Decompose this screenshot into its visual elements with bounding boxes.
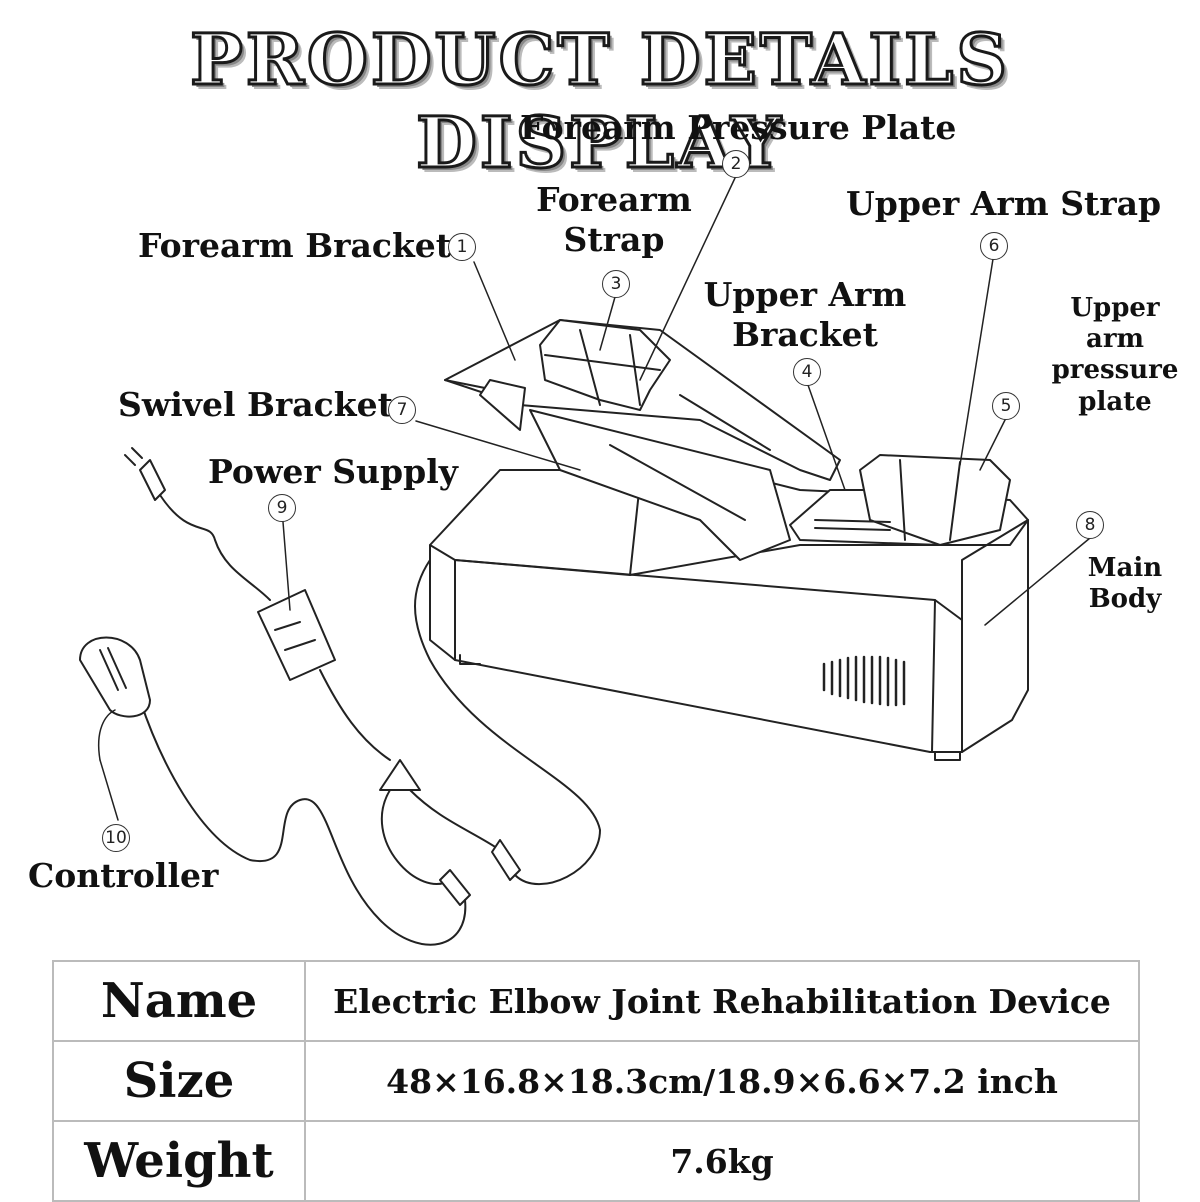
label-line: Body xyxy=(1088,584,1162,615)
spec-value: 7.6kg xyxy=(304,1120,1140,1202)
number-badge-8: 8 xyxy=(1076,511,1104,539)
label-line: Upper Arm xyxy=(703,275,907,314)
table-row: Size 48×16.8×18.3cm/18.9×6.6×7.2 inch xyxy=(52,1040,1140,1122)
label-swivel-bracket: Swivel Bracket xyxy=(118,385,393,424)
label-line: Bracket xyxy=(732,314,878,354)
label-controller: Controller xyxy=(28,856,219,895)
power-cable-shape xyxy=(124,447,601,946)
label-upper-arm-pressure-plate: Upper arm pressure plate xyxy=(1050,293,1180,418)
spec-value: Electric Elbow Joint Rehabilitation Devi… xyxy=(304,960,1140,1042)
number-badge-7: 7 xyxy=(388,396,416,424)
number-badge-1: 1 xyxy=(448,233,476,261)
label-main-body: Main Body xyxy=(1070,553,1180,615)
label-line: Forearm xyxy=(536,180,692,219)
spec-key: Weight xyxy=(52,1120,306,1202)
number-badge-3: 3 xyxy=(602,270,630,298)
label-line: pressure xyxy=(1051,355,1179,386)
number-badge-2: 2 xyxy=(722,150,750,178)
label-forearm-bracket: Forearm Bracket xyxy=(138,226,452,265)
upper-arm-bracket-shape xyxy=(789,454,1011,546)
table-row: Weight 7.6kg xyxy=(52,1120,1140,1202)
label-forearm-strap: Forearm Strap xyxy=(534,180,694,259)
leader-lines xyxy=(98,177,1091,821)
number-badge-5: 5 xyxy=(992,392,1020,420)
forearm-strap-shape xyxy=(539,319,671,411)
label-line: plate xyxy=(1078,386,1152,417)
table-row: Name Electric Elbow Joint Rehabilitation… xyxy=(52,960,1140,1042)
label-upper-arm-bracket: Upper Arm Bracket xyxy=(700,275,910,354)
device-illustration xyxy=(79,177,1091,946)
label-forearm-pressure-plate: Forearm Pressure Plate xyxy=(520,108,957,147)
page-title: PRODUCT DETAILS DISPLAY xyxy=(189,17,1010,186)
number-badge-10: 10 xyxy=(102,824,130,852)
label-line: Main xyxy=(1087,553,1163,583)
spec-key: Size xyxy=(52,1040,306,1122)
spec-value: 48×16.8×18.3cm/18.9×6.6×7.2 inch xyxy=(304,1040,1140,1122)
spec-key: Name xyxy=(52,960,306,1042)
label-upper-arm-strap: Upper Arm Strap xyxy=(846,184,1162,223)
label-line: Strap xyxy=(563,219,665,259)
controller-shape xyxy=(79,636,151,718)
label-power-supply: Power Supply xyxy=(208,452,458,491)
spec-table: Name Electric Elbow Joint Rehabilitation… xyxy=(52,960,1140,1202)
label-line: Upper xyxy=(1070,293,1160,323)
number-badge-6: 6 xyxy=(980,232,1008,260)
number-badge-4: 4 xyxy=(793,358,821,386)
label-line: arm xyxy=(1085,324,1145,355)
number-badge-9: 9 xyxy=(268,494,296,522)
